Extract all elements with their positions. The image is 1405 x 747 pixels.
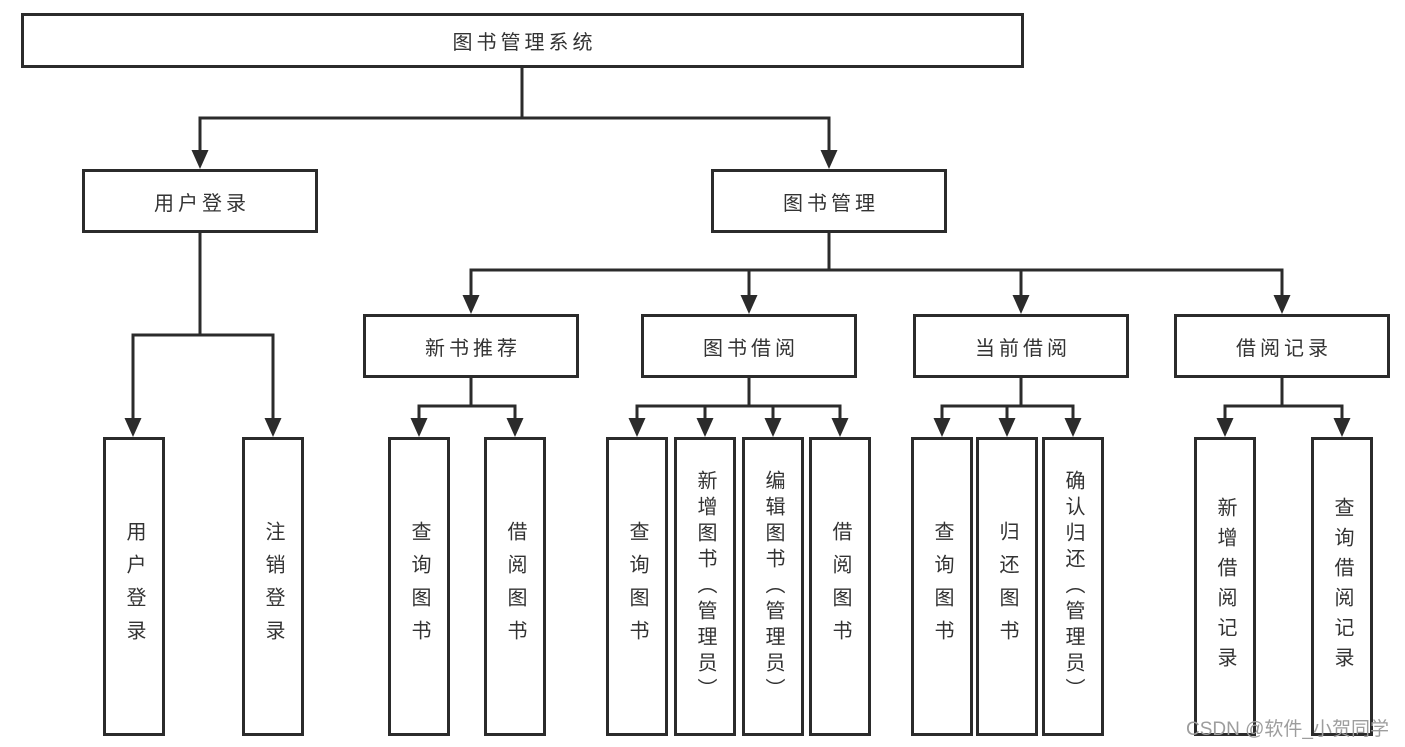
- node-current-borrow-label: 当前借阅: [975, 337, 1071, 360]
- arrow-down-icon: [740, 295, 758, 314]
- leaf-current-query-books: 查询图书: [911, 437, 973, 736]
- connector-current-borrow-to-leaves: [940, 376, 1075, 422]
- arrow-down-icon: [998, 418, 1016, 437]
- node-system-label: 图书管理系统: [452, 32, 597, 54]
- leaf-borrow-edit-books-admin: 编辑图书（管理员）: [742, 437, 804, 736]
- arrow-down-icon: [1273, 295, 1291, 314]
- connector-new-book-to-leaves: [417, 376, 517, 422]
- leaf-current-return-books: 归还图书: [976, 437, 1038, 736]
- arrow-down-icon: [696, 418, 714, 437]
- arrow-down-icon: [764, 418, 782, 437]
- watermark: CSDN @软件_小贺同学: [1186, 719, 1389, 740]
- leaf-records-add-record: 新增借阅记录: [1194, 437, 1256, 736]
- leaf-user-login: 用户登录: [103, 437, 165, 736]
- node-new-book-recommend-label: 新书推荐: [425, 337, 521, 360]
- leaf-logout: 注销登录: [242, 437, 304, 736]
- leaf-new-book-borrow-books: 借阅图书: [484, 437, 546, 736]
- arrow-down-icon: [1064, 418, 1082, 437]
- node-current-borrow: 当前借阅: [913, 314, 1129, 378]
- connector-borrow-records-to-leaves: [1223, 376, 1344, 422]
- leaf-records-query-record: 查询借阅记录: [1311, 437, 1373, 736]
- connector-user-login-to-leaves: [131, 231, 275, 422]
- arrow-down-icon: [1333, 418, 1351, 437]
- arrow-down-icon: [1012, 295, 1030, 314]
- arrow-down-icon: [628, 418, 646, 437]
- arrow-down-icon: [462, 295, 480, 314]
- node-book-management: 图书管理: [711, 169, 947, 233]
- arrow-down-icon: [264, 418, 282, 437]
- node-user-login: 用户登录: [82, 169, 318, 233]
- arrow-down-icon: [410, 418, 428, 437]
- connector-root-to-level2: [198, 66, 831, 154]
- leaf-borrow-borrow-books: 借阅图书: [809, 437, 871, 736]
- node-user-login-label: 用户登录: [154, 192, 250, 215]
- arrow-down-icon: [1216, 418, 1234, 437]
- connector-book-mgmt-to-level3: [469, 231, 1284, 299]
- node-system: 图书管理系统: [21, 13, 1024, 68]
- arrowheads: [124, 150, 1351, 437]
- arrow-down-icon: [820, 150, 838, 169]
- leaf-borrow-query-books: 查询图书: [606, 437, 668, 736]
- node-borrow-records-label: 借阅记录: [1236, 337, 1332, 360]
- node-borrow-records: 借阅记录: [1174, 314, 1390, 378]
- leaf-current-confirm-return-admin: 确认归还（管理员）: [1042, 437, 1104, 736]
- node-book-borrow-label: 图书借阅: [703, 337, 799, 360]
- arrow-down-icon: [506, 418, 524, 437]
- arrow-down-icon: [191, 150, 209, 169]
- node-new-book-recommend: 新书推荐: [363, 314, 579, 378]
- node-book-borrow: 图书借阅: [641, 314, 857, 378]
- leaf-new-book-query-books: 查询图书: [388, 437, 450, 736]
- leaf-borrow-add-books-admin: 新增图书（管理员）: [674, 437, 736, 736]
- arrow-down-icon: [831, 418, 849, 437]
- arrow-down-icon: [124, 418, 142, 437]
- arrow-down-icon: [933, 418, 951, 437]
- connector-book-borrow-to-leaves: [635, 376, 842, 422]
- node-book-management-label: 图书管理: [783, 192, 879, 215]
